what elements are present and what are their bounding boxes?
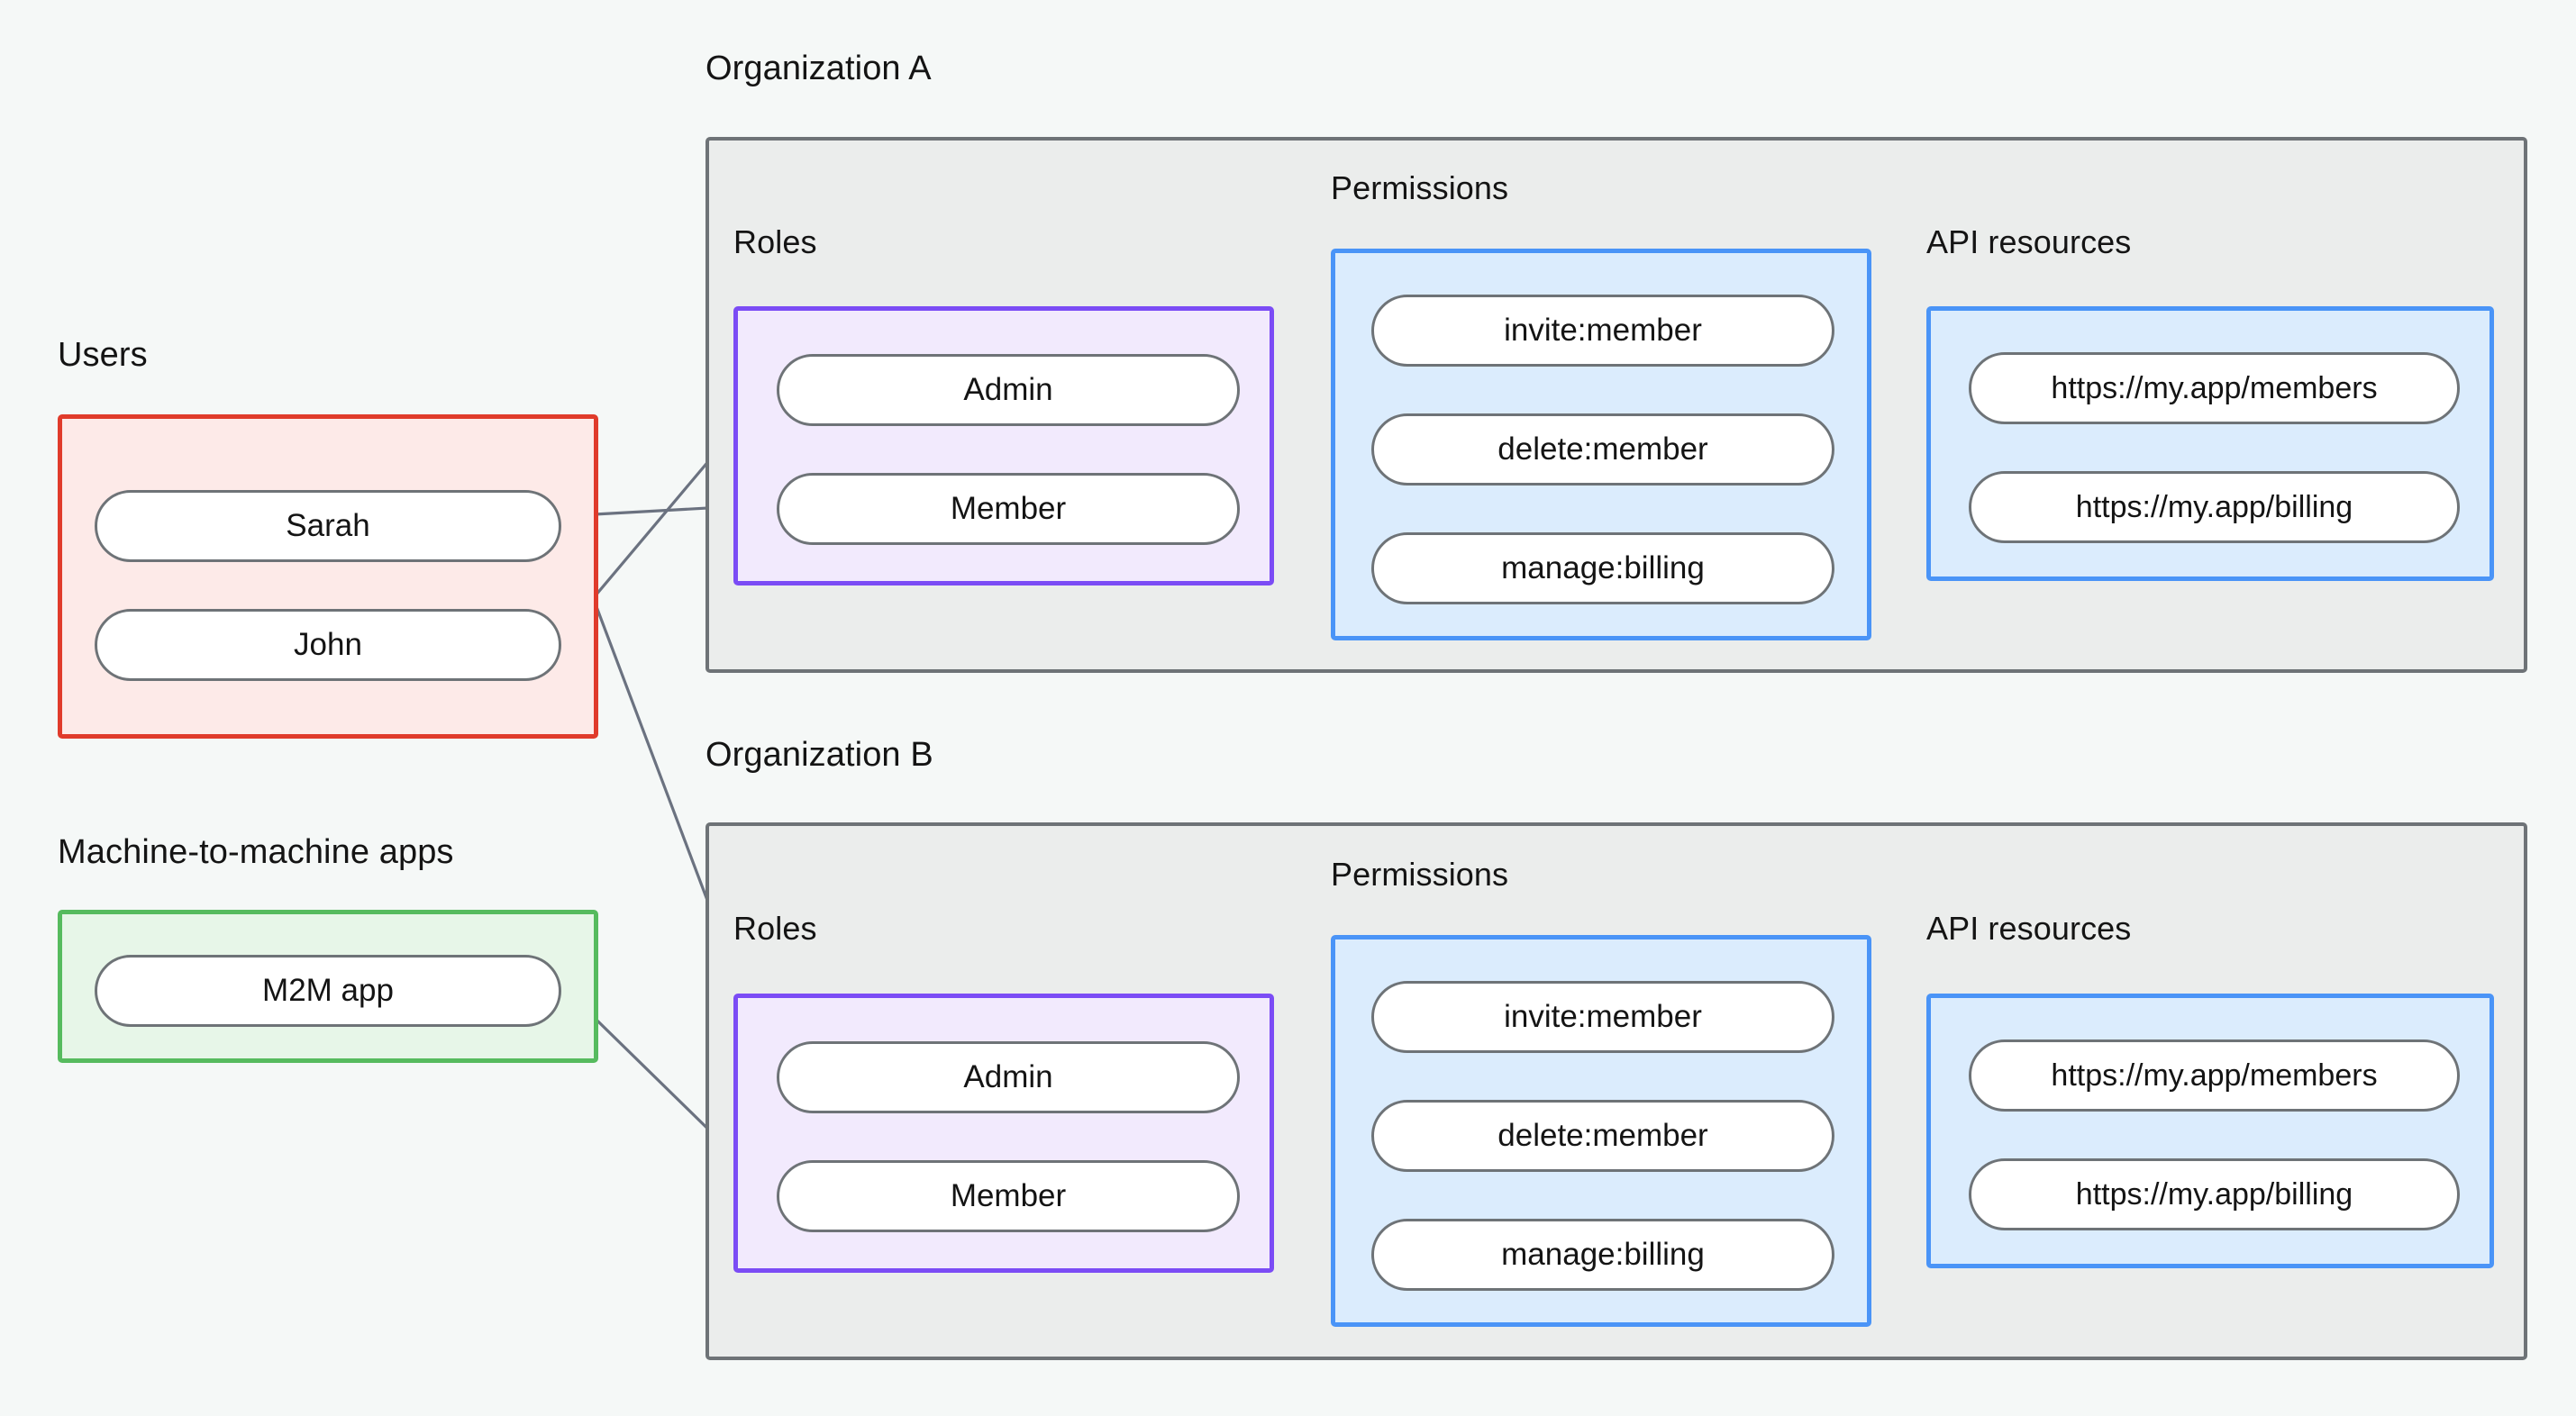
orgA-roles-box: Admin Member	[733, 306, 1274, 585]
orgA-api-resources-box: https://my.app/members https://my.app/bi…	[1926, 306, 2494, 581]
orgB-api-resources-label: API resources	[1926, 910, 2132, 947]
orgB-roles-label: Roles	[733, 910, 817, 947]
orgA-api-resources-label: API resources	[1926, 223, 2132, 260]
organization-b-label: Organization B	[705, 736, 933, 774]
orgB-api-pill-members[interactable]: https://my.app/members	[1969, 1039, 2460, 1112]
orgB-roles-box: Admin Member	[733, 994, 1274, 1273]
orgB-api-pill-billing[interactable]: https://my.app/billing	[1969, 1158, 2460, 1230]
orgA-permission-pill-delete[interactable]: delete:member	[1371, 413, 1834, 486]
orgB-role-pill-admin[interactable]: Admin	[777, 1041, 1240, 1113]
m2m-box: M2M app	[58, 910, 598, 1063]
orgA-permission-pill-billing[interactable]: manage:billing	[1371, 532, 1834, 604]
users-box: Sarah John	[58, 414, 598, 739]
user-pill-sarah[interactable]: Sarah	[95, 490, 561, 562]
orgA-roles-label: Roles	[733, 223, 817, 260]
orgA-permissions-box: invite:member delete:member manage:billi…	[1331, 249, 1871, 640]
organization-a-label: Organization A	[705, 50, 932, 87]
m2m-pill-app[interactable]: M2M app	[95, 955, 561, 1027]
user-pill-john[interactable]: John	[95, 609, 561, 681]
users-group-label: Users	[58, 336, 148, 374]
orgB-api-resources-box: https://my.app/members https://my.app/bi…	[1926, 994, 2494, 1268]
orgA-role-pill-admin[interactable]: Admin	[777, 354, 1240, 426]
orgB-role-pill-member[interactable]: Member	[777, 1160, 1240, 1232]
orgB-permission-pill-invite[interactable]: invite:member	[1371, 981, 1834, 1053]
orgB-permissions-box: invite:member delete:member manage:billi…	[1331, 935, 1871, 1327]
orgA-permission-pill-invite[interactable]: invite:member	[1371, 295, 1834, 367]
orgA-permissions-label: Permissions	[1331, 169, 1509, 206]
m2m-group-label: Machine-to-machine apps	[58, 833, 454, 871]
orgA-api-pill-billing[interactable]: https://my.app/billing	[1969, 471, 2460, 543]
orgA-role-pill-member[interactable]: Member	[777, 473, 1240, 545]
orgB-permission-pill-delete[interactable]: delete:member	[1371, 1100, 1834, 1172]
orgB-permissions-label: Permissions	[1331, 856, 1509, 893]
orgB-permission-pill-billing[interactable]: manage:billing	[1371, 1219, 1834, 1291]
orgA-api-pill-members[interactable]: https://my.app/members	[1969, 352, 2460, 424]
